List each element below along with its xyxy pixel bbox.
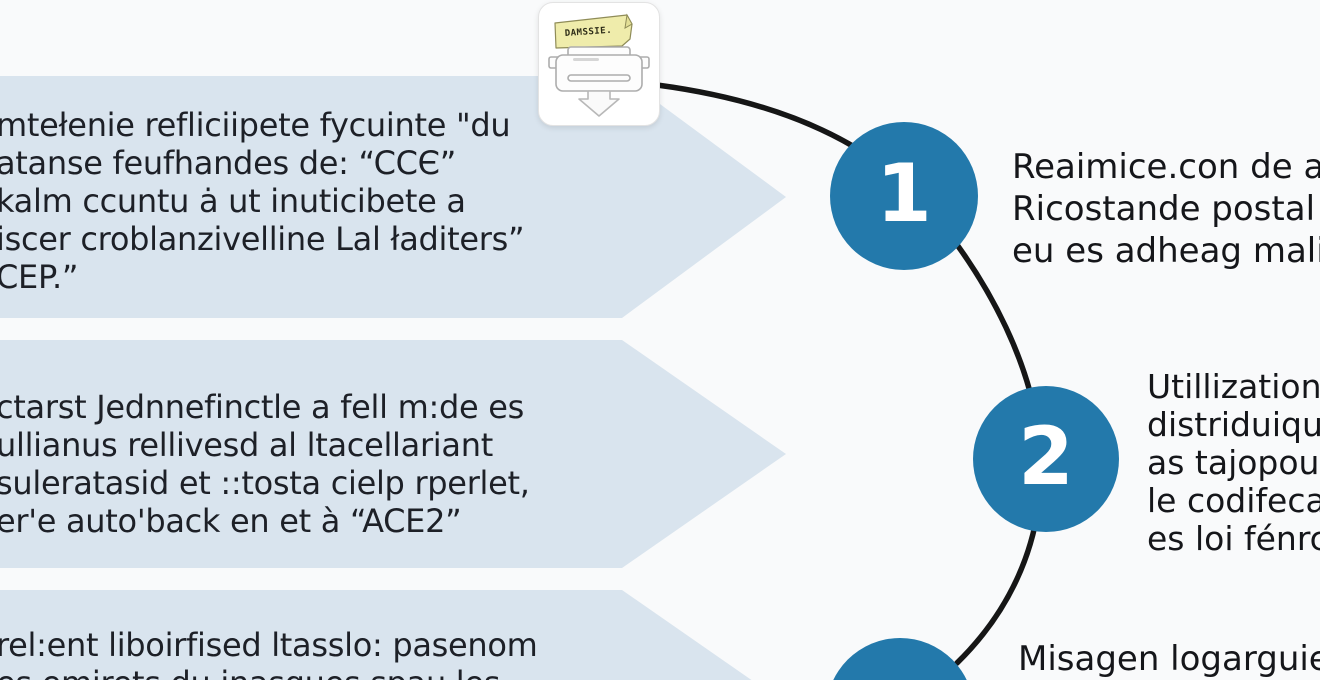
document-upload-icon-card: DAMSSIE. [538,2,660,126]
step-circle-2: 2 [973,386,1119,532]
text-line: es loi fénrc [1147,519,1320,558]
step-description-3: rel:ent liboirfised ltasslo: pasenom es … [0,626,538,680]
sticky-note-icon: DAMSSIE. [554,13,633,49]
step-label-1: Reaimice.con de am Ricostande postal in … [1012,146,1320,272]
text-line: rel:ent liboirfised ltasslo: pasenom [0,626,538,664]
text-line: Reaimice.con de am [1012,147,1320,187]
step-label-2: Utillization f distriduiqus as tajopoul … [1147,368,1320,558]
step-circle-1: 1 [830,122,978,270]
text-line: le codifecar [1147,481,1320,520]
text-line: es emirets du inasques spau les [0,664,538,680]
text-line: Ricostande postal in [1012,189,1320,229]
text-line: atanse feufhandes de: “CCЄ” [0,144,456,182]
text-line: iscer croblanzivelline Lal ładiters” [0,220,525,258]
text-line: mtełenie refliciipete fycuinte "du [0,106,511,144]
step-description-2: ctarst Jednnefinctle a fell m:de es ulli… [0,388,530,540]
text-line: as tajopoul [1147,443,1320,482]
step-number-2: 2 [1018,410,1074,503]
text-line: distriduiqus [1147,405,1320,444]
step-label-3: Misagen logarguie n [1018,638,1320,680]
step-number-1: 1 [876,147,932,240]
text-line: Misagen logarguie n [1018,639,1320,679]
text-line: CEP.” [0,258,79,296]
text-line: suleratasid et ::tosta cielp rperlet, [0,464,530,502]
text-line: ullianus rellivesd al ltacellariant [0,426,493,464]
printer-icon [548,46,650,92]
text-line: ctarst Jednnefinctle a fell m:de es [0,388,524,426]
text-line: kalm ccuntu ȧ ut inuticibete a [0,182,466,220]
process-band-2 [0,340,786,568]
svg-text:DAMSSIE.: DAMSSIE. [565,26,613,39]
text-line: er'e auto'back en et à “ACE2” [0,502,462,540]
text-line: Utillization f [1147,367,1320,406]
text-line: eu es adheag malicu [1012,231,1320,271]
step-description-1: mtełenie refliciipete fycuinte "du atans… [0,106,525,296]
download-arrow-icon [578,90,620,117]
